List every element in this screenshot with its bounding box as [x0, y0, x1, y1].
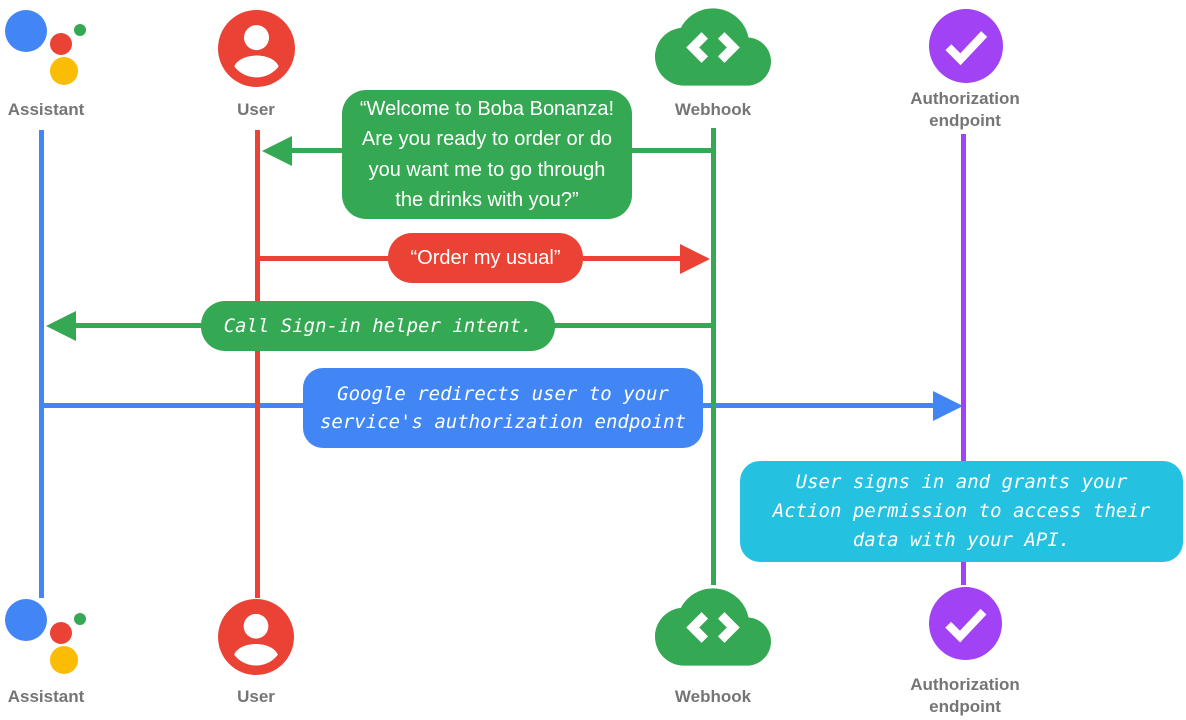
assistant-logo-yellow-dot: [50, 57, 78, 85]
assistant-logo-green-dot: [74, 24, 86, 36]
authorization-label-line1: Authorization: [910, 675, 1020, 694]
google-assistant-logo-icon: [5, 8, 89, 86]
redirect-line-1: Google redirects user to your: [337, 383, 669, 405]
assistant-lifeline: [39, 130, 44, 598]
redirect-message-bubble: Google redirects user to your service's …: [303, 368, 703, 448]
webhook-lifeline: [711, 128, 716, 585]
checkmark-circle-icon: [929, 9, 1003, 83]
person-icon-bottom: [218, 599, 294, 675]
authorization-label-line2: endpoint: [929, 111, 1001, 130]
welcome-line-3: you want me to go through: [368, 158, 606, 181]
webhook-label-bottom: Webhook: [674, 687, 752, 706]
order-message-bubble: “Order my usual”: [388, 233, 583, 283]
assistant-label-bottom: Assistant: [7, 687, 85, 706]
redirect-line-2: service's authorization endpoint: [319, 411, 687, 433]
signin-helper-bubble: Call Sign-in helper intent.: [201, 301, 555, 351]
assistant-logo-red-dot: [50, 33, 72, 55]
user-lifeline: [255, 130, 260, 598]
authorization-endpoint-label-bottom: Authorization endpoint: [910, 674, 1020, 718]
user-label-bottom: User: [237, 687, 275, 706]
welcome-line-4: the drinks with you?”: [395, 189, 579, 211]
assistant-logo-red-dot: [50, 622, 72, 644]
signin-arrowhead-icon: [46, 310, 76, 341]
webhook-label-top: Webhook: [674, 100, 752, 119]
assistant-logo-yellow-dot: [50, 646, 78, 674]
cloud-code-icon: [655, 8, 771, 86]
grant-line-3: data with your API.: [852, 529, 1071, 551]
grant-line-2: Action permission to access their: [772, 500, 1151, 522]
grant-line-1: User signs in and grants your: [795, 471, 1128, 493]
welcome-line-1: “Welcome to Boba Bonanza!: [359, 97, 615, 120]
welcome-arrowhead-icon: [262, 135, 292, 166]
authorization-endpoint-label-top: Authorization endpoint: [910, 88, 1020, 132]
checkmark-circle-icon-bottom: [929, 587, 1002, 660]
order-arrowhead-icon: [680, 243, 710, 274]
assistant-logo-blue-dot: [5, 599, 47, 641]
person-icon: [218, 10, 295, 87]
google-assistant-logo-icon-bottom: [5, 597, 89, 675]
welcome-message-bubble: “Welcome to Boba Bonanza! Are you ready …: [342, 90, 632, 219]
grant-note-bubble: User signs in and grants your Action per…: [740, 461, 1183, 562]
cloud-code-icon-bottom: [655, 588, 771, 666]
authorization-endpoint-lifeline: [961, 134, 966, 585]
redirect-arrowhead-icon: [933, 390, 963, 421]
assistant-logo-green-dot: [74, 613, 86, 625]
assistant-label-top: Assistant: [7, 100, 85, 119]
user-label-top: User: [237, 100, 275, 119]
authorization-label-line2: endpoint: [929, 697, 1001, 716]
signin-text: Call Sign-in helper intent.: [223, 315, 533, 337]
welcome-line-2: Are you ready to order or do: [361, 128, 613, 150]
authorization-label-line1: Authorization: [910, 89, 1020, 108]
order-text: “Order my usual”: [410, 247, 561, 269]
assistant-logo-blue-dot: [5, 10, 47, 52]
